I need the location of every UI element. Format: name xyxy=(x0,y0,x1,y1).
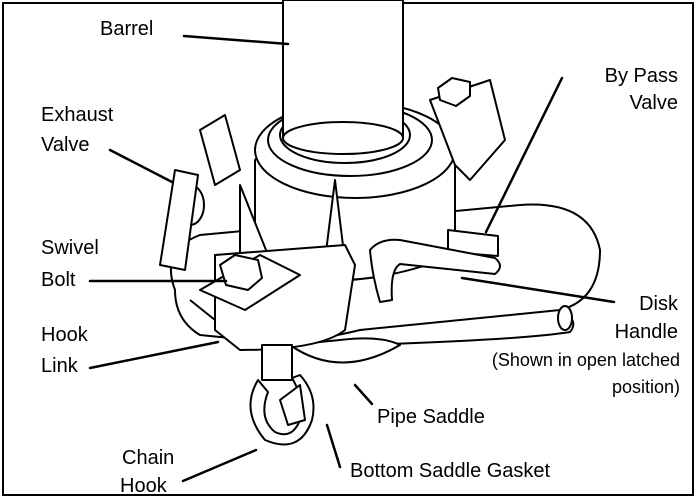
label-pipe-saddle: Pipe Saddle xyxy=(377,406,485,428)
leader-barrel xyxy=(182,34,290,46)
label-disk-handle-note-line1: (Shown in open latched xyxy=(491,350,680,370)
leader-pipe-saddle xyxy=(353,383,374,406)
leader-gasket xyxy=(325,423,342,469)
label-chain-hook-line1: Chain xyxy=(122,447,175,469)
label-exhaust-valve-line2: Valve xyxy=(41,134,90,156)
label-barrel: Barrel xyxy=(100,18,154,40)
label-hook-link-line1: Hook xyxy=(41,324,88,346)
label-bypass-valve-line1: By Pass xyxy=(604,65,678,87)
barrel-shape xyxy=(282,0,404,139)
chain-hook-shape xyxy=(249,374,315,446)
barrel-base xyxy=(282,121,404,155)
label-disk-handle-line2: Handle xyxy=(614,321,678,343)
exhaust-valve-handle xyxy=(159,169,199,271)
bypass-valve-body xyxy=(429,79,506,181)
exhaust-valve-body xyxy=(199,114,241,186)
leader-disk xyxy=(460,276,616,304)
saddle-bolt-hole xyxy=(557,305,573,331)
label-bottom-saddle-gasket: Bottom Saddle Gasket xyxy=(350,460,551,482)
bottom-saddle xyxy=(289,337,401,364)
leader-hook-link xyxy=(88,340,220,370)
label-chain-hook-line2: Hook xyxy=(120,475,167,497)
label-hook-link-line2: Link xyxy=(41,355,78,377)
label-swivel-bolt-line2: Bolt xyxy=(41,269,76,291)
leader-exhaust xyxy=(108,148,174,184)
label-exhaust-valve-line1: Exhaust xyxy=(41,104,114,126)
label-disk-handle-line1: Disk xyxy=(639,293,678,315)
bypass-valve-small xyxy=(447,229,499,257)
bypass-valve-nut xyxy=(437,77,471,107)
swivel-bolt-head xyxy=(219,254,263,291)
chain-hook-latch xyxy=(279,384,306,426)
leader-bypass xyxy=(484,76,564,234)
label-disk-handle-note-line2: position) xyxy=(611,377,680,397)
label-bypass-valve-line2: Valve xyxy=(629,92,678,114)
disk-handle xyxy=(369,238,501,303)
leader-chain-hook xyxy=(181,448,258,483)
hook-stem xyxy=(261,344,293,381)
label-swivel-bolt-line1: Swivel xyxy=(41,237,99,259)
